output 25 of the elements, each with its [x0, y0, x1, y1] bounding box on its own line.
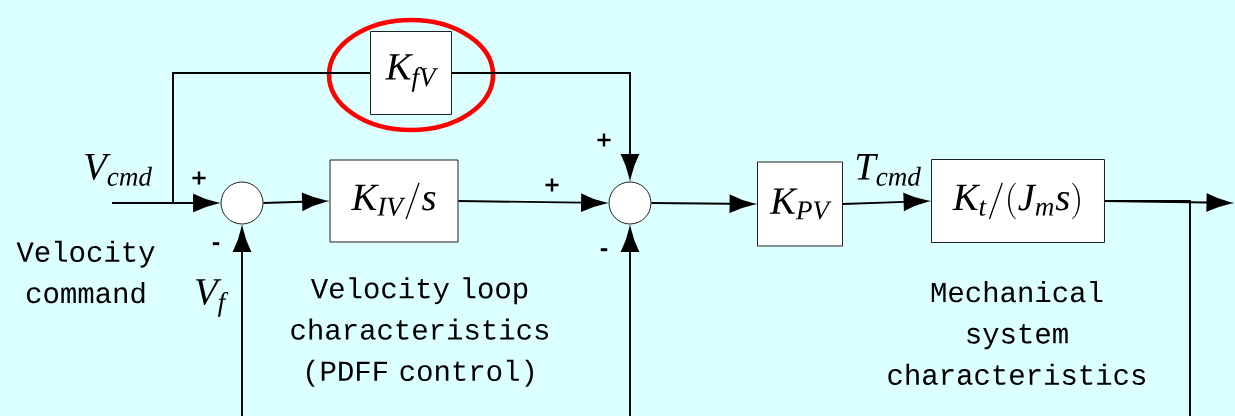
sign-label: +	[192, 171, 206, 185]
sign-label: +	[545, 178, 559, 192]
sign-label: -	[600, 248, 608, 252]
sign-label: -	[212, 242, 220, 246]
sign-label: +	[597, 133, 611, 147]
caption-text: Velocity loop characteristics (PDFF control)	[291, 277, 549, 387]
arrow	[621, 227, 639, 416]
arrow	[233, 227, 251, 416]
summing-junction	[608, 181, 652, 225]
transfer-function-box: $K_t / (J_m s)$	[931, 159, 1105, 243]
caption-text: Velocity command	[16, 240, 155, 304]
transfer-function-box: $K_{IV} / s$	[329, 159, 459, 243]
transfer-function-box: $K_{PV}$	[757, 161, 843, 247]
arrow	[650, 194, 754, 213]
edge-label: $V_f$	[192, 277, 229, 319]
arrow	[111, 194, 218, 212]
transfer-function-box: $K_{fV}$	[370, 31, 452, 115]
arrow	[841, 193, 928, 211]
arrow	[262, 192, 327, 211]
edge-label: $T_{cmd}$	[852, 152, 924, 188]
edge-label: $V_{cmd}$	[81, 152, 155, 188]
arrow	[450, 72, 639, 179]
arrow	[457, 193, 606, 212]
summing-junction	[220, 181, 264, 225]
caption-text: Mechanical system characteristics	[888, 281, 1145, 385]
